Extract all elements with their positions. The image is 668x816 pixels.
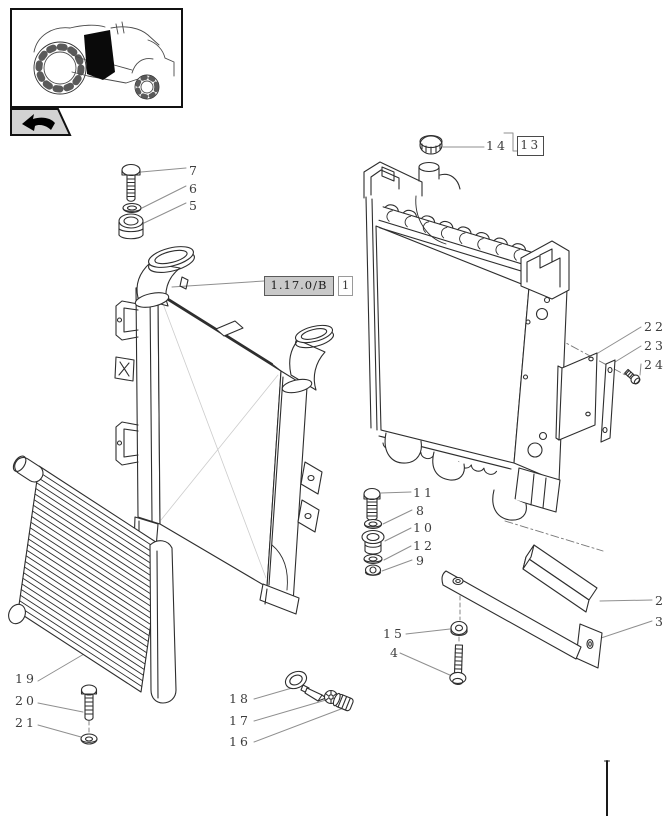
callout-16[interactable]: 16 bbox=[229, 734, 251, 749]
page-edge-mark bbox=[604, 760, 610, 816]
sheet-number-box[interactable]: 1 bbox=[338, 276, 353, 296]
bolt-20[interactable] bbox=[80, 684, 98, 721]
callout-7[interactable]: 7 bbox=[189, 163, 200, 178]
tractor-overview-thumbnail[interactable] bbox=[10, 8, 183, 108]
callout-15[interactable]: 15 bbox=[383, 626, 405, 641]
nut-15[interactable] bbox=[450, 620, 468, 637]
callout-11[interactable]: 11 bbox=[413, 485, 435, 500]
foam-strip-2[interactable] bbox=[522, 544, 598, 613]
tractor-sketch bbox=[33, 21, 175, 100]
callout-22[interactable]: 22 bbox=[644, 319, 666, 334]
bolt-4[interactable] bbox=[449, 644, 467, 686]
grommet-5[interactable] bbox=[118, 213, 144, 240]
callout-17[interactable]: 17 bbox=[229, 713, 251, 728]
prev-sheet-tab[interactable] bbox=[10, 108, 72, 136]
grommet-10[interactable] bbox=[361, 529, 385, 555]
screw-24[interactable] bbox=[623, 368, 641, 386]
radiator-assembly[interactable] bbox=[363, 161, 570, 521]
washer-6[interactable] bbox=[122, 202, 142, 214]
cap-ref-box-13[interactable]: 13 bbox=[517, 136, 544, 156]
leader-lines bbox=[37, 132, 653, 743]
callout-19[interactable]: 19 bbox=[15, 671, 37, 686]
callout-6[interactable]: 6 bbox=[189, 181, 200, 196]
side-plate-22[interactable] bbox=[555, 352, 598, 441]
nut-9[interactable] bbox=[364, 564, 382, 576]
callout-21[interactable]: 21 bbox=[15, 715, 37, 730]
callout-4[interactable]: 4 bbox=[390, 645, 401, 660]
callout-20[interactable]: 20 bbox=[15, 693, 37, 708]
condenser-19[interactable] bbox=[6, 454, 176, 703]
highlighted-radiator-area bbox=[84, 30, 115, 80]
washer-12[interactable] bbox=[363, 553, 383, 565]
bolt-11[interactable] bbox=[363, 487, 381, 521]
callout-18[interactable]: 18 bbox=[229, 691, 251, 706]
callout-9[interactable]: 9 bbox=[416, 553, 427, 568]
curved-left-arrow-icon bbox=[10, 108, 72, 136]
callout-12[interactable]: 12 bbox=[413, 538, 435, 553]
callout-8[interactable]: 8 bbox=[416, 503, 427, 518]
plug-16[interactable] bbox=[332, 692, 354, 712]
filler-cap-14[interactable] bbox=[419, 134, 443, 155]
callout-3[interactable]: 3 bbox=[655, 614, 666, 629]
washer-21[interactable] bbox=[80, 733, 98, 745]
sheet-ref-box[interactable]: 1.17.0/B bbox=[264, 276, 334, 296]
callout-14[interactable]: 14 bbox=[486, 138, 508, 153]
callout-2[interactable]: 2 bbox=[655, 593, 666, 608]
callout-24[interactable]: 24 bbox=[644, 357, 666, 372]
strip-23[interactable] bbox=[600, 359, 616, 443]
bolt-7[interactable] bbox=[121, 163, 141, 202]
callout-23[interactable]: 23 bbox=[644, 338, 666, 353]
drain-valve-18[interactable] bbox=[283, 668, 327, 702]
washer-8[interactable] bbox=[363, 518, 383, 530]
callout-10[interactable]: 10 bbox=[413, 520, 435, 535]
support-bracket-3[interactable] bbox=[441, 570, 603, 669]
callout-5[interactable]: 5 bbox=[189, 198, 200, 213]
